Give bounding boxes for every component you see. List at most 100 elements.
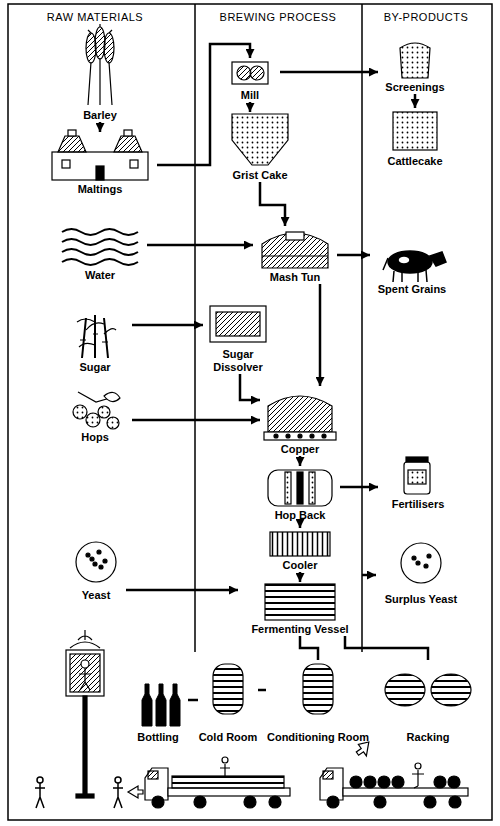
pub-sign (66, 630, 104, 798)
conditioning-tank-part (303, 664, 333, 714)
flow-connector (188, 699, 198, 702)
flow-connector (280, 71, 378, 74)
flow-connector (299, 456, 302, 466)
bottles-icon-part (170, 684, 180, 726)
maltings-icon-part (58, 136, 86, 152)
hop-back-icon-part (309, 472, 315, 504)
people (35, 777, 123, 808)
water-icon-part (62, 229, 138, 235)
cask-lorry-part (364, 776, 376, 788)
yeast-icon (76, 542, 116, 582)
bottle-lorry-part (168, 788, 290, 796)
people-part (113, 783, 123, 808)
process-node: Water (53, 222, 147, 282)
cow-icon-part (383, 258, 427, 282)
cow-icon-part (398, 256, 410, 264)
yeast-icon-part (90, 557, 94, 561)
maltings-icon-part (96, 166, 104, 180)
water-icon (62, 229, 138, 265)
cattlecake-icon (393, 112, 437, 150)
flow-connector (345, 636, 428, 660)
conditioning-tank (303, 664, 333, 714)
barley-icon-part (86, 33, 96, 63)
barley-icon (86, 24, 114, 105)
cask-lorry-part (412, 770, 424, 788)
flow-connector (249, 102, 252, 112)
barley-icon-part (95, 27, 105, 59)
process-node: Yeast (66, 540, 126, 602)
fertiliser-jar-icon-part (408, 470, 426, 484)
node-caption: Surplus Yeast (376, 593, 466, 606)
process-node: Hops (58, 388, 132, 444)
node-caption: Water (53, 269, 147, 282)
bottle-lorry-part (172, 776, 284, 788)
process-node: Sugar (58, 312, 132, 374)
water-icon-part (62, 259, 138, 265)
node-caption: Sugar Dissolver (203, 348, 273, 374)
process-node: Cold Room (198, 660, 258, 744)
mill-icon-part (250, 66, 264, 80)
node-caption: Fermenting Vessel (238, 623, 362, 636)
flow-connector (340, 486, 378, 489)
column-heading: BREWING PROCESS (198, 10, 358, 24)
process-node: Grist Cake (223, 112, 297, 182)
node-caption: Fertilisers (378, 498, 458, 511)
node-caption: Hop Back (260, 509, 340, 522)
surplus-yeast-icon-part (424, 564, 428, 568)
flow-connector (132, 419, 260, 422)
casks-icon-part (431, 674, 471, 706)
process-node: Bottling (128, 680, 188, 744)
column-heading: BY-PRODUCTS (346, 10, 500, 24)
pub-sign-part (79, 668, 91, 690)
bottle-lorry-part (128, 786, 143, 798)
node-caption: Cooler (263, 559, 337, 572)
copper-icon-part (264, 432, 336, 440)
node-caption: Mash Tun (253, 271, 337, 284)
pub-sign-part (66, 650, 104, 696)
cask-lorry-part (424, 796, 436, 808)
bottle-lorry (128, 757, 290, 808)
process-node: Sugar Dissolver (203, 304, 273, 374)
hops-icon-part (104, 392, 120, 401)
maltings-icon-part (130, 160, 138, 168)
node-caption: Racking (376, 731, 480, 744)
process-node: Conditioning Room (266, 660, 370, 744)
yeast-icon-part (93, 562, 97, 566)
process-node: Fertilisers (378, 455, 458, 511)
node-caption: Hops (58, 431, 132, 444)
flow-connector (319, 284, 322, 386)
casks-icon-part (385, 674, 425, 706)
bottle-lorry-part (220, 764, 230, 776)
surplus-yeast-icon-part (401, 543, 441, 583)
process-node: Mash Tun (253, 226, 337, 284)
cask-lorry-part (327, 796, 339, 808)
copper-icon-part (286, 434, 290, 438)
flow-connector (258, 689, 266, 692)
copper-icon-part (298, 434, 302, 438)
bottle-lorry-part (244, 796, 256, 808)
node-caption: Barley (58, 109, 142, 122)
fertiliser-jar-icon-part (406, 457, 428, 462)
bottle-lorry-part (145, 768, 168, 800)
cattlecake-icon-part (393, 112, 437, 150)
maltings-icon-part (68, 130, 76, 136)
process-node: Surplus Yeast (376, 540, 466, 606)
cask-lorry-part (392, 776, 404, 788)
grist-hopper-icon (232, 114, 288, 165)
hop-back-icon-part (297, 472, 303, 504)
cask-lorry-part (343, 788, 468, 796)
hops-icon-part (73, 405, 87, 419)
process-node: Cattlecake (378, 108, 452, 168)
pub-sign-part (70, 630, 100, 648)
mill-icon (232, 62, 268, 84)
surplus-yeast-icon-part (416, 561, 420, 565)
process-node: Fermenting Vessel (238, 582, 362, 636)
maltings-icon-part (62, 160, 70, 168)
flow-connector (147, 244, 253, 247)
frame-part (195, 4, 362, 652)
copper-icon-part (322, 434, 326, 438)
maltings-icon-part (114, 136, 142, 152)
fertiliser-jar-icon-part (404, 462, 430, 494)
